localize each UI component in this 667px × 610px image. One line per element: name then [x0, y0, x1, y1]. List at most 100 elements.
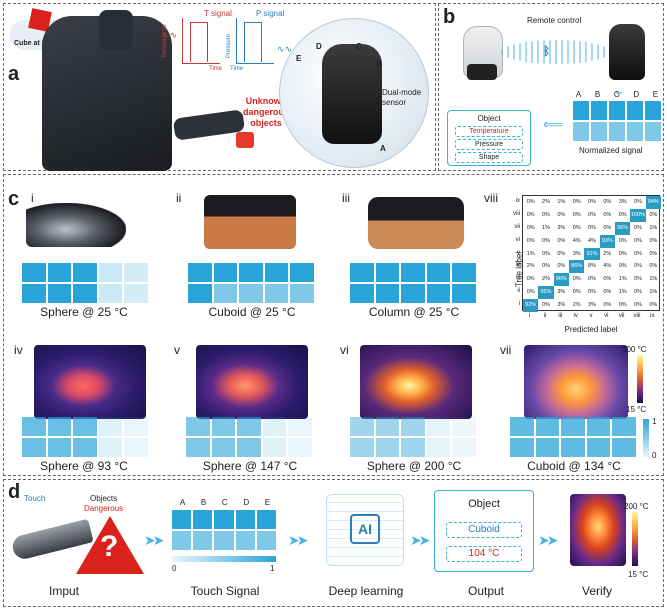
- signal-cell: [47, 284, 72, 303]
- cube-label: Cube at 200 °C: [14, 40, 64, 47]
- thermal-sphere-147: [196, 345, 308, 419]
- signal-cell: [290, 284, 314, 303]
- matrix-cell: 0%: [603, 199, 612, 205]
- matrix-cell: 1%: [542, 224, 550, 231]
- matrix-ytick: iv: [515, 262, 520, 269]
- p-signal-label: P signal: [256, 9, 285, 18]
- d-arrow-1: ➤➤: [144, 532, 165, 548]
- d-signal-cell: [193, 531, 213, 550]
- matrix-ytick: i: [518, 301, 520, 308]
- matrix-cell: 0%: [588, 276, 596, 283]
- matrix-cell: 0%: [588, 224, 596, 231]
- panel-label-a: a: [8, 63, 20, 85]
- b-signal-cell: [573, 122, 589, 141]
- b-signal-cell: [627, 101, 643, 120]
- matrix-cell: 0%: [634, 237, 642, 244]
- signal-cell: [239, 284, 263, 303]
- remote-robot-hand: [609, 24, 645, 80]
- d-signal-cell: [214, 531, 234, 550]
- grid-sphere-93: [22, 417, 148, 457]
- signal-cell: [98, 438, 123, 457]
- grid-sphere-147: [186, 417, 312, 457]
- caption-sphere-93: Sphere @ 93 °C: [40, 459, 128, 473]
- signal-cell: [401, 438, 425, 457]
- signal-cell: [586, 438, 611, 457]
- signal-cell: [452, 284, 476, 303]
- signal-cell: [211, 438, 236, 457]
- matrix-cell: 0%: [542, 250, 550, 257]
- signal-cell: [350, 417, 374, 436]
- matrix-cell: 0%: [572, 289, 581, 296]
- b-pressure-field: Pressure: [455, 139, 523, 150]
- matrix-cell: 2%: [572, 302, 581, 309]
- signal-cell: [22, 438, 46, 457]
- photo-sphere-25: [26, 203, 126, 247]
- signal-cell: [186, 438, 210, 457]
- grid-cuboid-25: [188, 263, 314, 303]
- matrix-cell: 0%: [649, 302, 658, 309]
- step-output: Output: [467, 584, 505, 598]
- d-signal-cell: [256, 531, 276, 550]
- p-signal-axes: [236, 18, 274, 64]
- robot-hand: [322, 44, 382, 144]
- matrix-cell: 0%: [618, 263, 627, 270]
- b-signal-cell: [627, 122, 643, 141]
- d-letter-c: C: [221, 498, 228, 507]
- signal-cell: [186, 417, 210, 436]
- signal-cell: [237, 438, 261, 457]
- b-signal-cell: [573, 101, 589, 120]
- t-signal-axes: [182, 18, 220, 64]
- objects-label: Objects: [90, 494, 118, 503]
- c-roman-vi: vi: [340, 343, 349, 357]
- matrix-cell: 2%: [542, 276, 550, 283]
- caption-sphere-147: Sphere @ 147 °C: [202, 459, 298, 473]
- matrix-cell: 1%: [618, 276, 627, 283]
- matrix-ytick: ii: [517, 288, 520, 295]
- time-axis-label-1: Time: [209, 66, 223, 72]
- matrix-cell: 0%: [557, 237, 566, 244]
- matrix-cell: 0%: [588, 199, 596, 205]
- matrix-cell: 0%: [603, 211, 612, 218]
- matrix-cell: 4%: [572, 237, 581, 244]
- glove-wrist: [467, 64, 497, 80]
- matrix-cell: 93%: [599, 234, 615, 248]
- signal-cell: [401, 417, 425, 436]
- matrix-cell: 0%: [603, 276, 612, 283]
- unknown-objects-label: Unknown dangerous objects: [242, 96, 289, 128]
- b-letter-a: A: [575, 90, 582, 99]
- signal-cell: [561, 417, 585, 436]
- matrix-xtick: i: [528, 313, 531, 319]
- step-input: Imput: [48, 584, 79, 598]
- signal-cell: [288, 438, 312, 457]
- signal-cell: [535, 438, 560, 457]
- signal-cell: [73, 438, 97, 457]
- signal-cell: [401, 284, 425, 303]
- grid-column-25: [350, 263, 476, 303]
- d-arrow-2: ➤➤: [288, 532, 309, 548]
- matrix-cell: 0%: [634, 199, 642, 205]
- d-signal-cell: [172, 510, 192, 529]
- d-arrow-3: ➤➤: [410, 532, 431, 548]
- signal-spray: [501, 40, 611, 64]
- caption-cuboid-25: Cuboid @ 25 °C: [208, 305, 296, 319]
- matrix-cell: 0%: [572, 276, 581, 283]
- matrix-ytick: iii: [516, 275, 520, 282]
- matrix-cell: 8%: [588, 263, 596, 270]
- signal-cell: [22, 417, 46, 436]
- matrix-xtick: iv: [573, 313, 578, 319]
- thermal-sphere-93: [34, 345, 146, 419]
- matrix-cell: 0%: [634, 250, 642, 257]
- photo-column-25: [368, 197, 464, 249]
- red-object: [236, 132, 254, 148]
- matrix-ytick: vi: [515, 236, 520, 243]
- matrix-xtick: ii: [543, 313, 547, 319]
- d-letter-d: D: [243, 498, 250, 507]
- matrix-cell: 0%: [572, 224, 581, 231]
- matrix-cell: 1%: [557, 199, 566, 205]
- caption-sphere-25: Sphere @ 25 °C: [40, 305, 128, 319]
- signal-cell: [262, 438, 287, 457]
- signal-cell: [375, 417, 400, 436]
- b-letter-e: E: [652, 90, 659, 99]
- signal-cell: [124, 438, 148, 457]
